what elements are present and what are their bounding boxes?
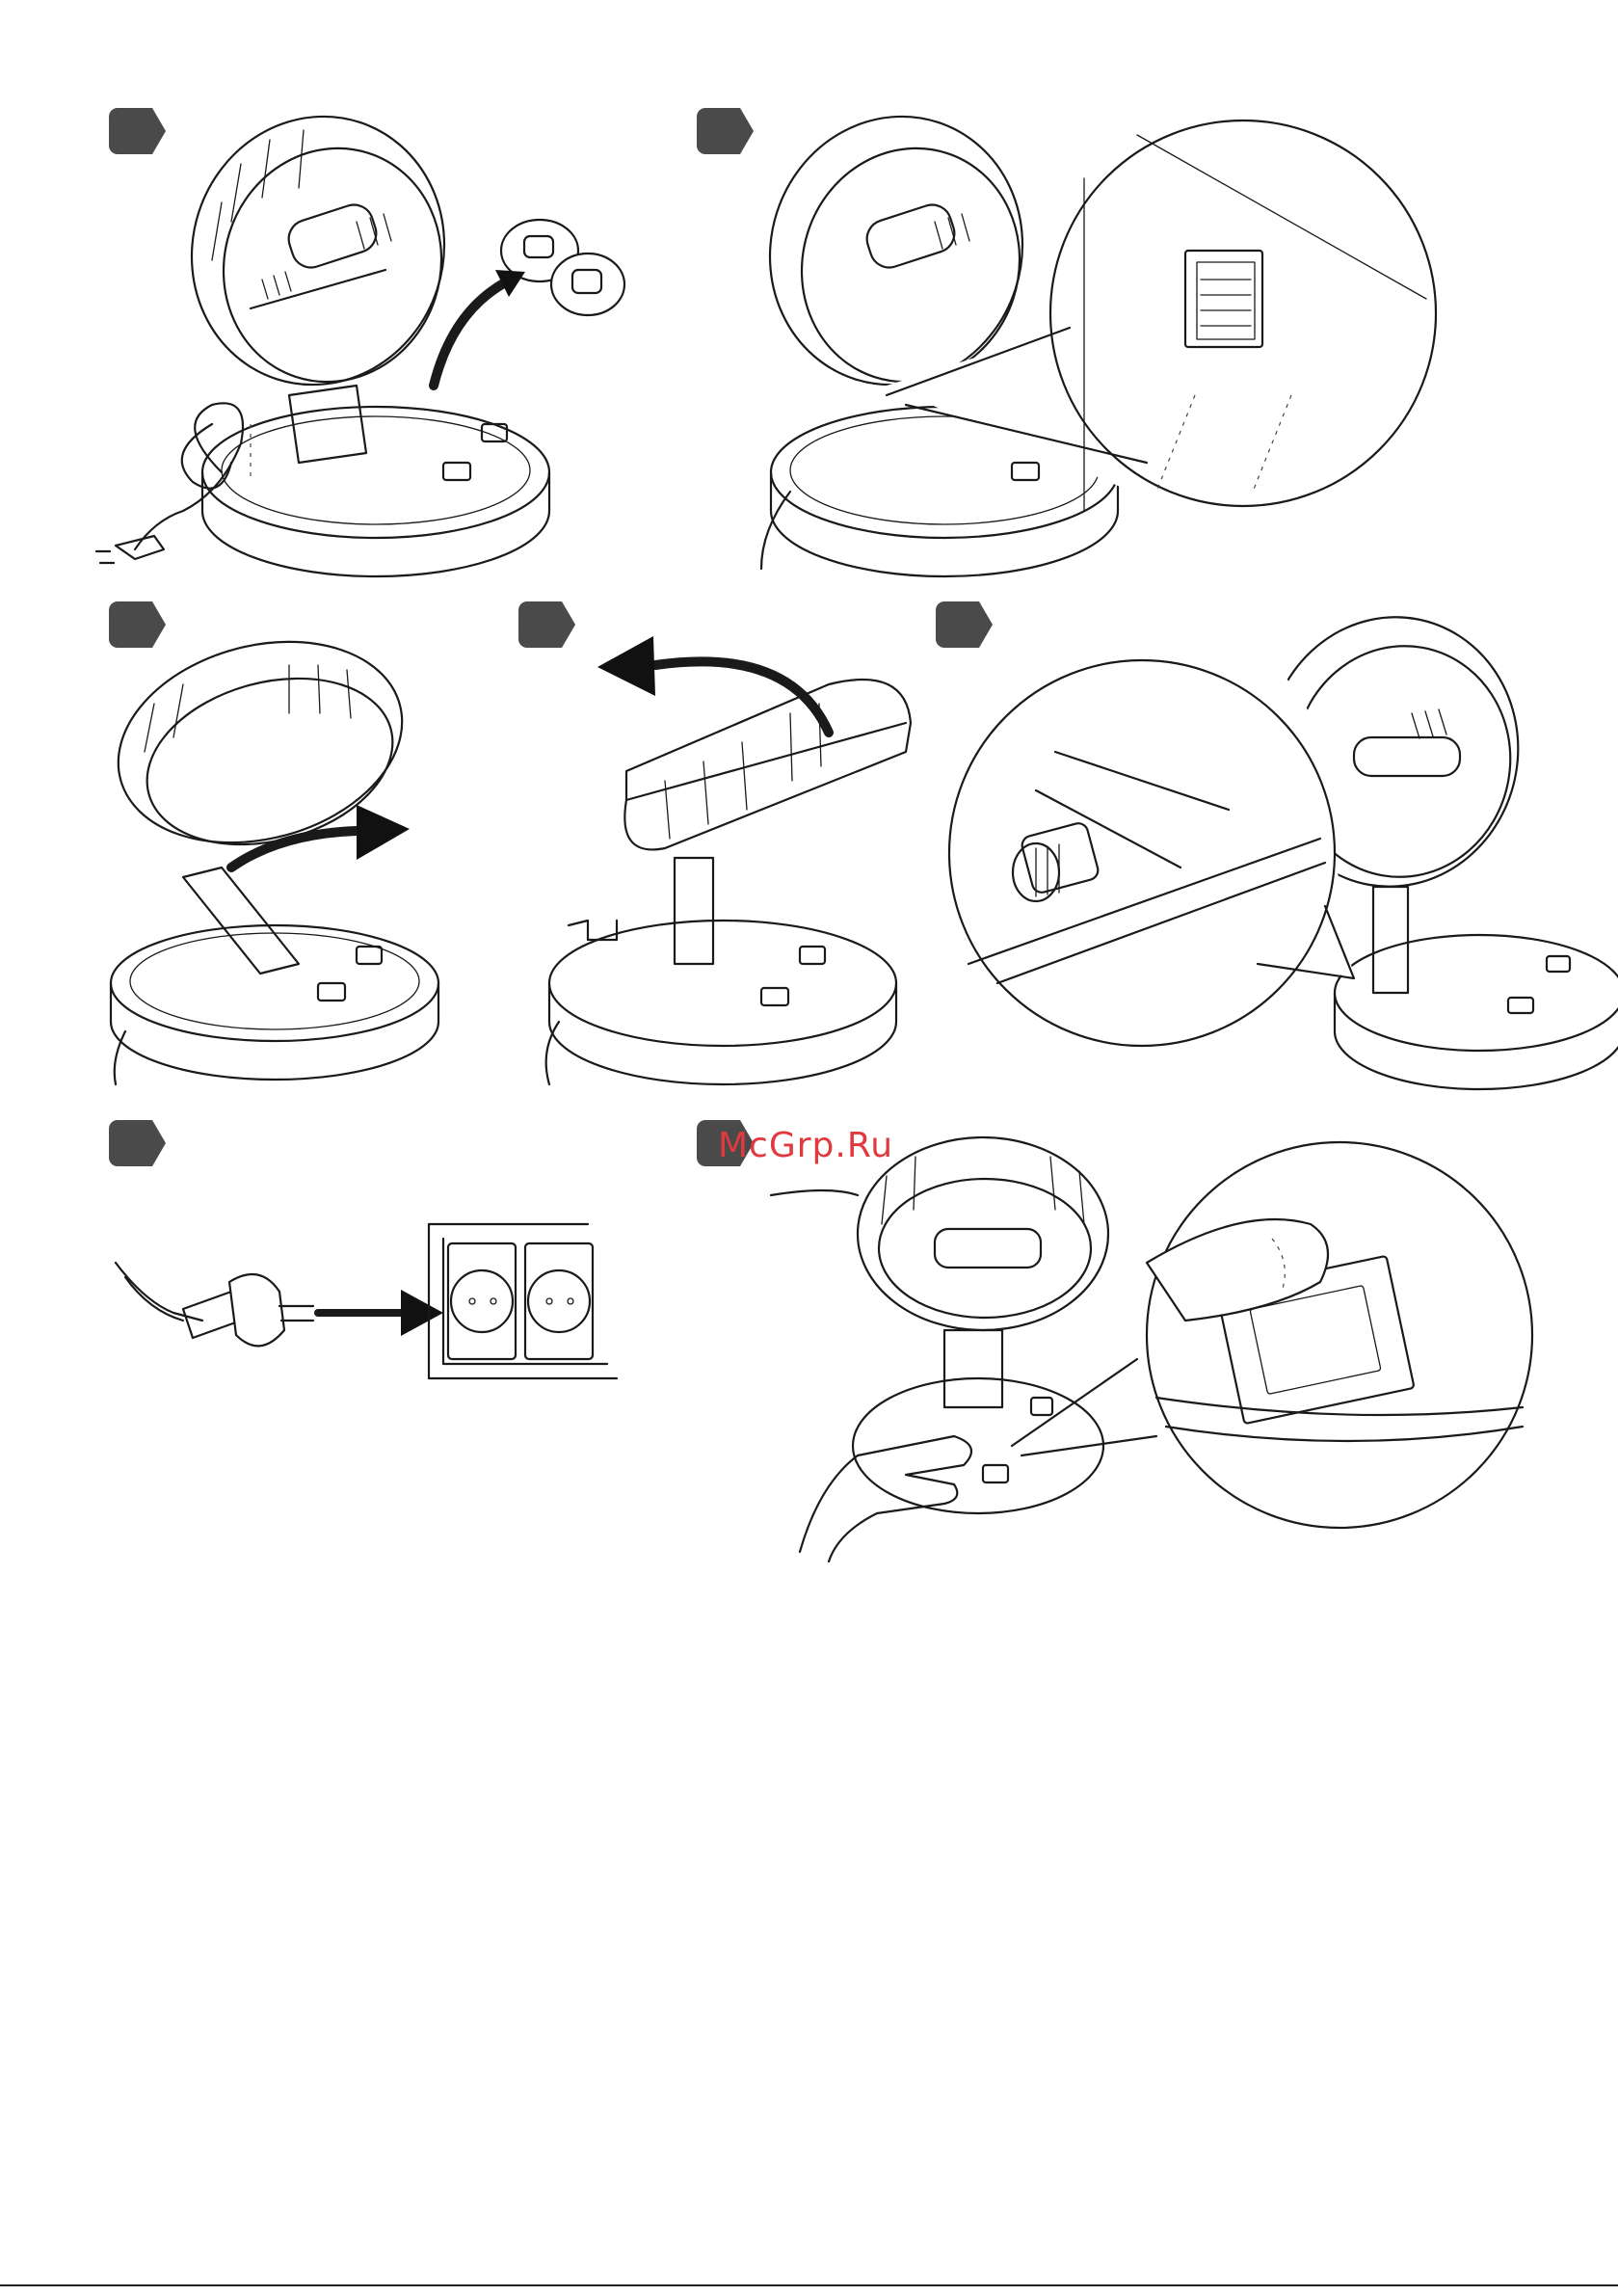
power-cord (96, 403, 243, 563)
removed-accessory (501, 220, 624, 315)
step-6-illustration (116, 1224, 626, 1417)
device-base (202, 386, 549, 576)
device-base (853, 1330, 1103, 1513)
device-base (111, 868, 438, 1084)
watermark-text: McGrp.Ru (718, 1126, 893, 1165)
step-1-illustration (96, 106, 655, 578)
arrow-icon (401, 1290, 443, 1336)
device-lid (157, 84, 479, 418)
step-5-illustration (940, 617, 1605, 1080)
step-badge-2 (696, 106, 756, 156)
step-badge-6 (108, 1118, 168, 1168)
plug-icon (183, 1274, 313, 1346)
step-3-illustration (96, 607, 443, 1089)
step-2-illustration (752, 106, 1465, 578)
step-4-illustration (501, 607, 925, 1089)
wall-socket-icon (429, 1224, 617, 1378)
arrow-icon (357, 805, 410, 860)
device-base (546, 858, 896, 1084)
footer-rule (0, 2284, 1618, 2286)
step-7-illustration (771, 1118, 1523, 1562)
device-lid (624, 680, 911, 849)
arrow-icon (597, 636, 655, 696)
device-lid (858, 1137, 1108, 1330)
device-base (1335, 887, 1618, 1089)
